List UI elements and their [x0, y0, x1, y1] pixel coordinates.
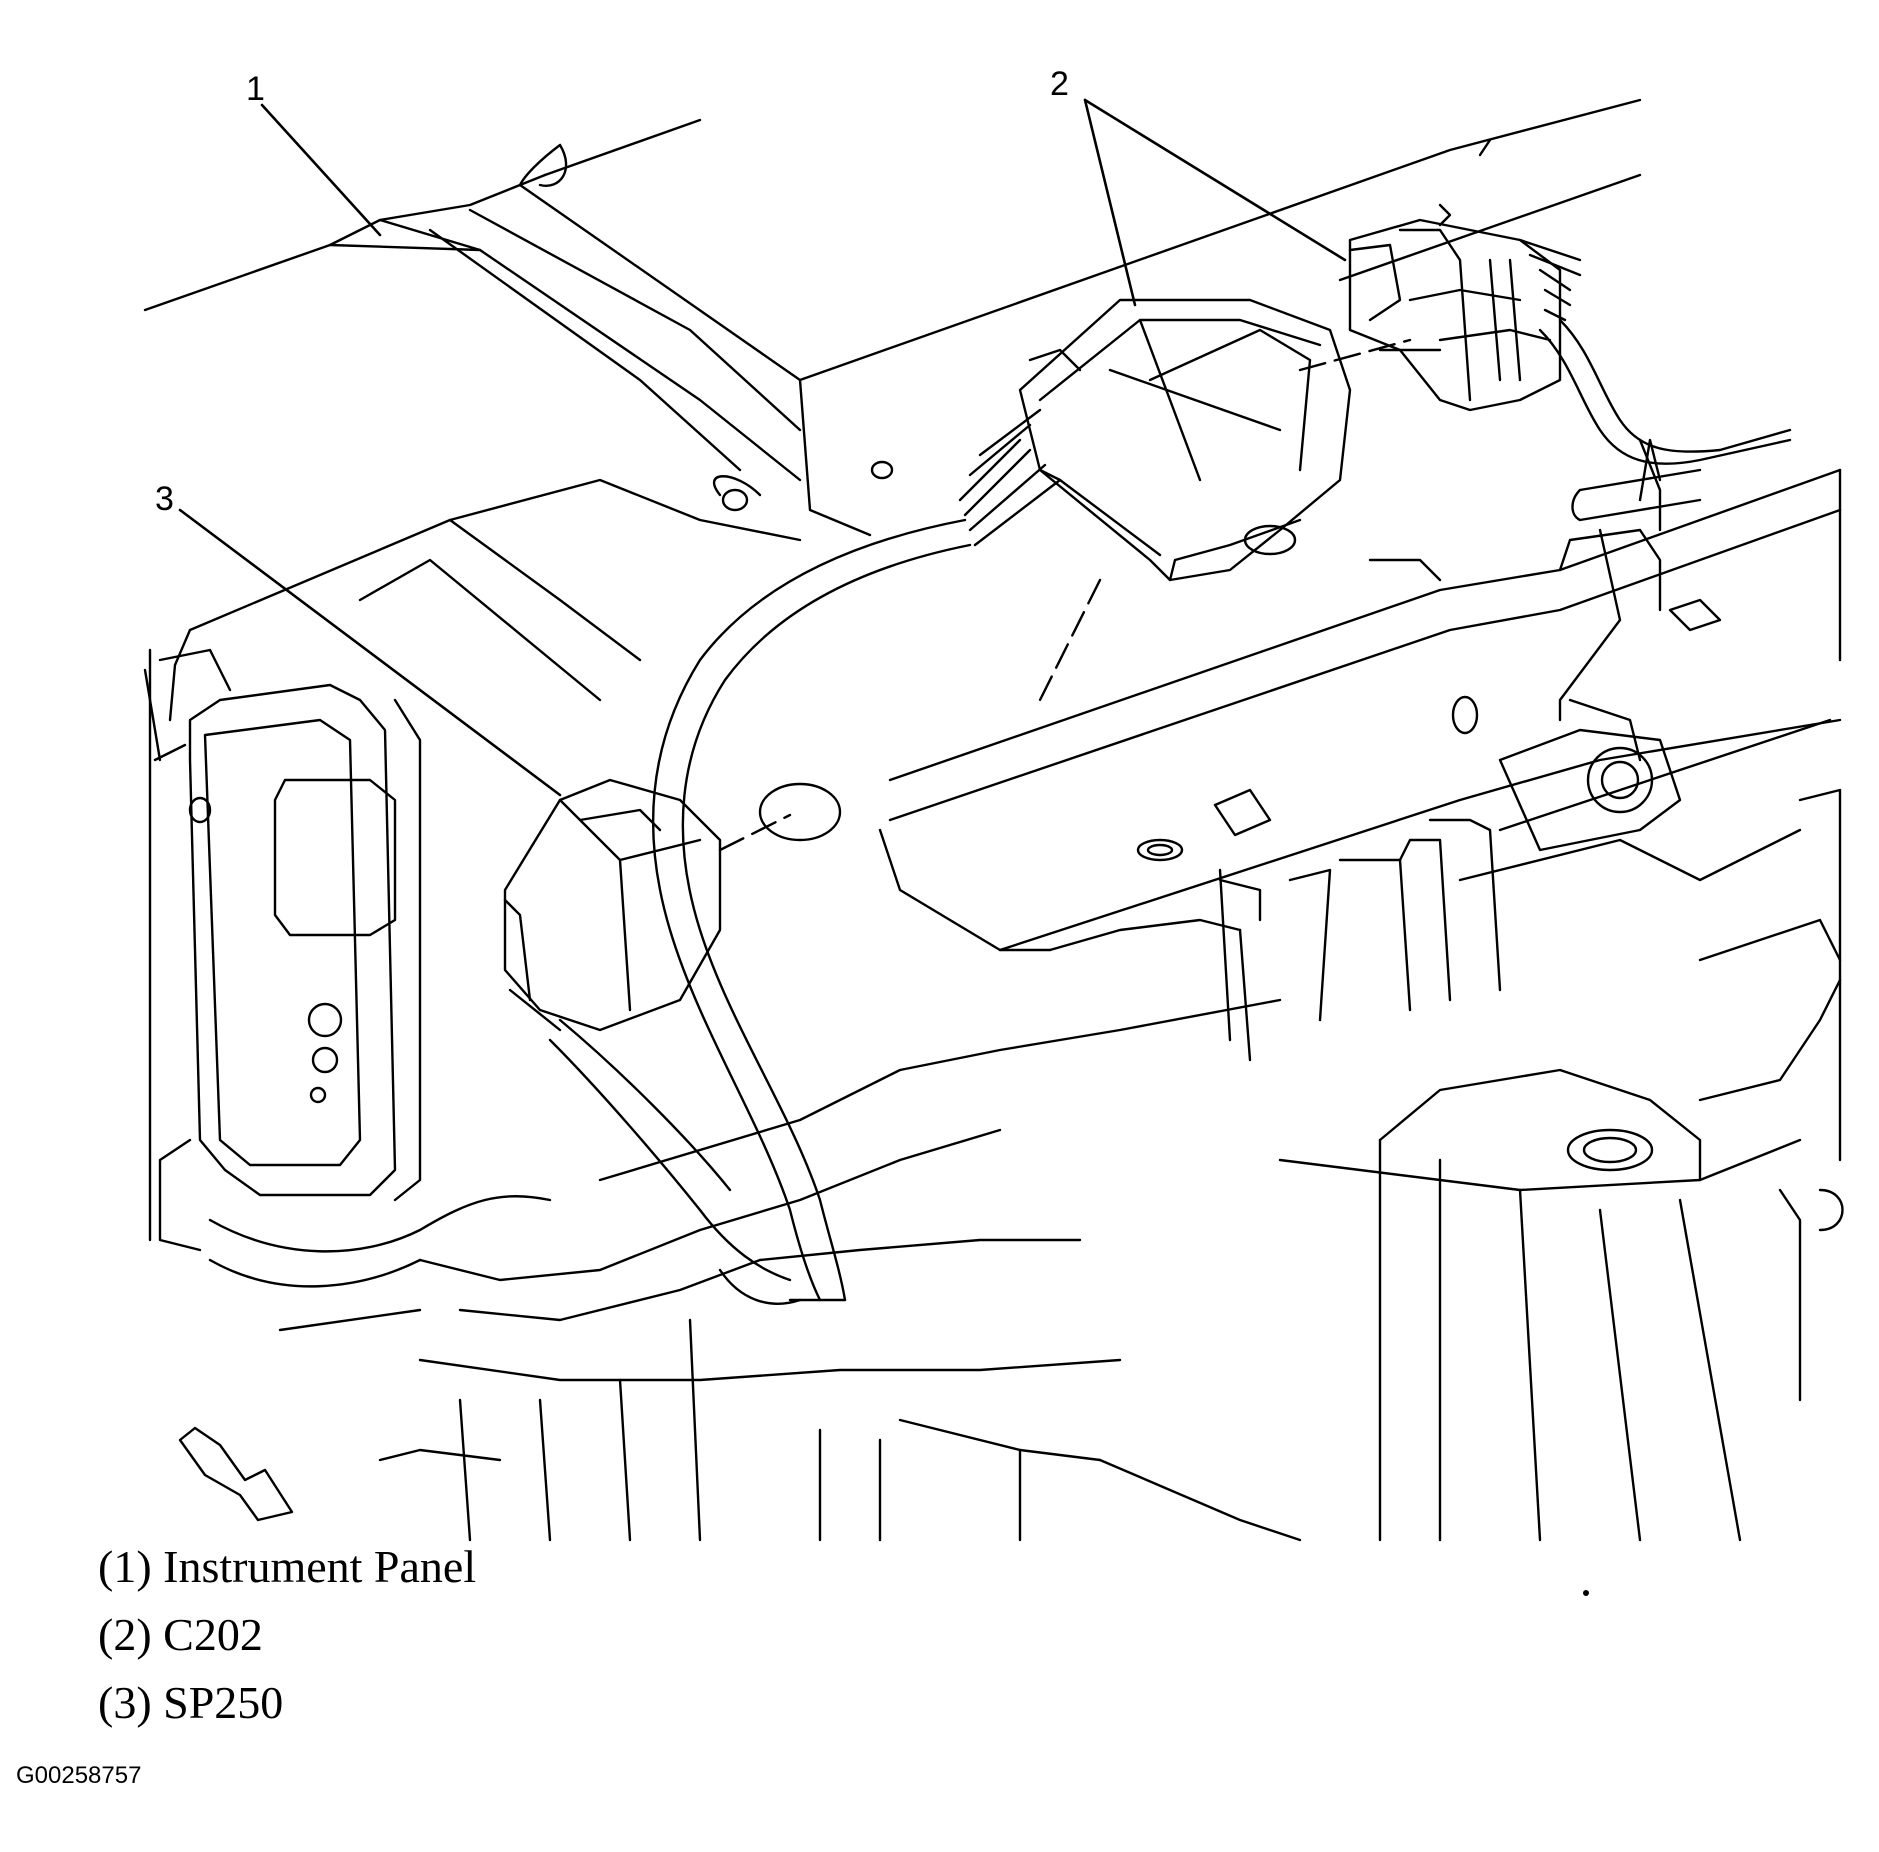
callout-leaders — [178, 98, 1347, 797]
callout-1: 1 — [246, 70, 265, 108]
wiring-harness — [208, 318, 1792, 1305]
connector-c202 — [958, 203, 1582, 702]
side-trim — [143, 478, 802, 1242]
front-direction-arrow-icon — [178, 1426, 294, 1522]
legend-item-c202: (2) C202 — [98, 1601, 476, 1669]
print-speck — [1583, 1590, 1589, 1596]
cross-car-beam — [878, 438, 1842, 1162]
legend-label: C202 — [163, 1609, 263, 1660]
lower-structure — [278, 978, 1844, 1542]
side-bracket — [153, 683, 422, 1252]
legend-num: (1) — [98, 1541, 152, 1592]
instrument-panel — [143, 98, 1642, 537]
legend-item-instrument-panel: (1) Instrument Panel — [98, 1533, 476, 1601]
splice-sp250 — [503, 778, 842, 1032]
legend-item-sp250: (3) SP250 — [98, 1669, 476, 1737]
callout-2: 2 — [1050, 65, 1069, 103]
legend-num: (3) — [98, 1677, 152, 1728]
legend-label: SP250 — [163, 1677, 284, 1728]
legend-label: Instrument Panel — [163, 1541, 477, 1592]
figure-id: G00258757 — [16, 1762, 142, 1789]
legend: (1) Instrument Panel (2) C202 (3) SP250 — [98, 1533, 476, 1737]
legend-num: (2) — [98, 1609, 152, 1660]
callout-3: 3 — [155, 480, 174, 518]
